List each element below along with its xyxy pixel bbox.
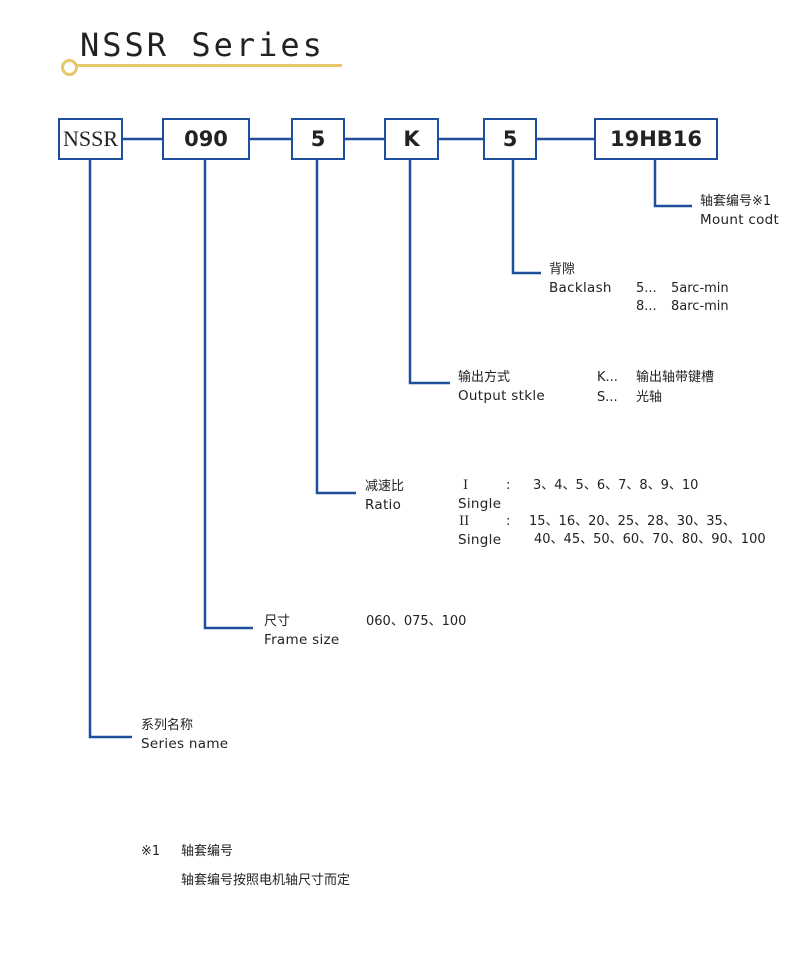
frame-label-en: Frame size — [264, 632, 340, 648]
ratio-values-2b: 40、45、50、60、70、80、90、100 — [534, 532, 766, 547]
ratio-values-1: 3、4、5、6、7、8、9、10 — [533, 478, 699, 493]
mount-label-cn: 轴套编号※1 — [700, 194, 772, 209]
ratio-stage-2: II — [459, 514, 470, 529]
footnote-title: 轴套编号 — [181, 844, 234, 859]
backlash-option-value: 5arc-min — [671, 281, 729, 296]
ratio-values-2a: 15、16、20、25、28、30、35、 — [529, 514, 736, 529]
output-option-key: S... — [597, 390, 618, 405]
code-box-backlash: 5 — [483, 118, 537, 160]
ratio-label-en: Ratio — [365, 497, 402, 513]
output-option-value: 光轴 — [636, 390, 663, 405]
code-box-series: NSSR — [58, 118, 123, 160]
output-label-cn: 输出方式 — [458, 370, 511, 385]
page-title: NSSR Series — [80, 26, 325, 64]
ratio-colon: : — [506, 478, 511, 493]
code-box-ratio: 5 — [291, 118, 345, 160]
backlash-option-key: 5... — [636, 281, 657, 296]
ratio-colon: : — [506, 514, 511, 529]
ratio-stage-1-en: Single — [458, 496, 502, 512]
title-underline — [68, 64, 342, 67]
backlash-option-key: 8... — [636, 299, 657, 314]
backlash-option-value: 8arc-min — [671, 299, 729, 314]
backlash-label-cn: 背隙 — [549, 262, 576, 277]
code-box-output: K — [384, 118, 439, 160]
title-dot-icon — [61, 59, 78, 76]
output-option-value: 输出轴带键槽 — [636, 370, 715, 385]
code-box-frame-size: 090 — [162, 118, 250, 160]
frame-label-cn: 尺寸 — [264, 614, 291, 629]
frame-values: 060、075、100 — [366, 614, 467, 629]
ratio-stage-1: I — [463, 478, 469, 493]
mount-label-en: Mount codt — [700, 212, 780, 228]
code-box-mount: 19HB16 — [594, 118, 718, 160]
output-label-en: Output stkle — [458, 388, 545, 404]
footnote-mark: ※1 — [141, 844, 161, 859]
series-label-cn: 系列名称 — [141, 718, 194, 733]
ratio-stage-2-en: Single — [458, 532, 502, 548]
ratio-label-cn: 减速比 — [365, 479, 405, 494]
footnote-text: 轴套编号按照电机轴尺寸而定 — [181, 873, 351, 888]
backlash-label-en: Backlash — [549, 280, 612, 296]
series-label-en: Series name — [141, 736, 229, 752]
output-option-key: K... — [597, 370, 618, 385]
